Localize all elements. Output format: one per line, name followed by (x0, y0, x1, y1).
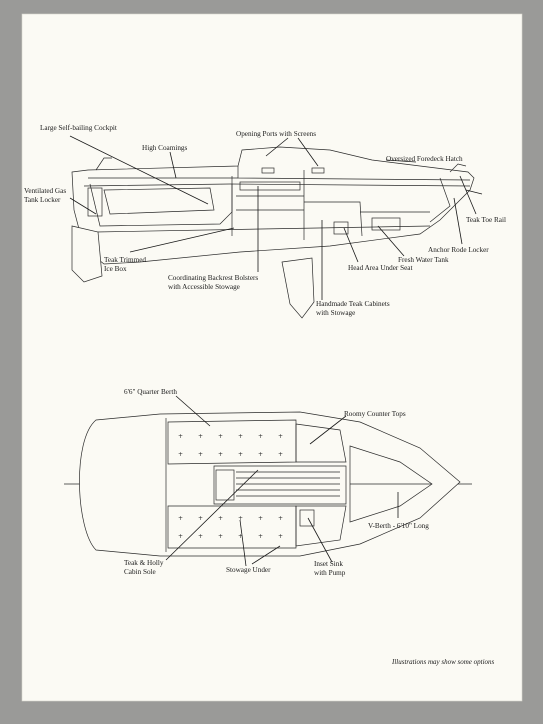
profile-leaders (69, 135, 483, 300)
label-stowage: Stowage Under (226, 566, 271, 574)
plan-leaders (165, 395, 399, 567)
svg-text:+: + (218, 533, 223, 540)
svg-text:+: + (178, 533, 183, 540)
svg-text:+: + (238, 451, 243, 458)
paper-sheet (21, 13, 523, 702)
profile-drawing (71, 146, 475, 319)
cushion-markers: + + + + + + + + + + + + + + + + + + + + + + + + (178, 433, 283, 540)
svg-text:+: + (278, 451, 283, 458)
keel (281, 257, 315, 319)
svg-text:+: + (198, 533, 203, 540)
svg-text:+: + (258, 433, 263, 440)
label-icebox-1: Teak Trimmed (104, 256, 146, 264)
svg-text:+: + (198, 433, 203, 440)
svg-text:+: + (258, 533, 263, 540)
label-head: Head Area Under Seat (348, 264, 412, 272)
rudder (71, 225, 103, 283)
plan-drawing: + + + + + + + + + + + + + + + + + + + + + + + + (64, 411, 472, 557)
label-hatch: Oversized Foredeck Hatch (386, 155, 463, 163)
label-gas-locker-2: Tank Locker (24, 196, 61, 204)
svg-text:+: + (218, 515, 223, 522)
svg-text:+: + (278, 433, 283, 440)
svg-text:+: + (218, 433, 223, 440)
svg-text:+: + (258, 515, 263, 522)
label-gas-locker-1: Ventilated Gas (24, 187, 66, 195)
label-sink-2: with Pump (314, 569, 346, 577)
svg-text:+: + (178, 515, 183, 522)
label-sole-1: Teak & Holly (124, 559, 164, 567)
svg-text:+: + (238, 433, 243, 440)
svg-text:+: + (238, 533, 243, 540)
svg-text:+: + (178, 433, 183, 440)
label-cockpit: Large Self-bailing Cockpit (40, 124, 117, 132)
svg-text:+: + (278, 533, 283, 540)
footer-note: Illustrations may show some options (391, 658, 495, 666)
label-vberth: V-Berth - 6'10" Long (368, 522, 429, 530)
svg-text:+: + (198, 451, 203, 458)
svg-text:+: + (198, 515, 203, 522)
label-sole-2: Cabin Sole (124, 568, 156, 576)
label-cabinets-2: with Stowage (316, 309, 355, 317)
label-toe-rail: Teak Toe Rail (466, 216, 506, 224)
label-icebox-2: Ice Box (104, 265, 127, 273)
svg-text:+: + (238, 515, 243, 522)
label-rode-locker: Anchor Rode Locker (428, 246, 489, 254)
label-ports: Opening Ports with Screens (236, 130, 316, 138)
label-bolsters-1: Coordinating Backrest Bolsters (168, 274, 258, 282)
label-cabinets-1: Handmade Teak Cabinets (316, 300, 390, 308)
profile-labels: Large Self-bailing Cockpit High Coamings… (24, 124, 506, 317)
label-water-tank: Fresh Water Tank (398, 256, 449, 264)
plan-labels: 6'6" Quarter Berth Roomy Counter Tops V-… (124, 388, 429, 577)
svg-text:+: + (258, 451, 263, 458)
label-counter: Roomy Counter Tops (344, 410, 406, 418)
label-coamings: High Coamings (142, 144, 188, 152)
hull-outline (71, 146, 475, 265)
label-bolsters-2: with Accessible Stowage (168, 283, 240, 291)
svg-text:+: + (278, 515, 283, 522)
label-sink-1: Inset Sink (314, 560, 343, 568)
svg-text:+: + (178, 451, 183, 458)
label-quarter-berth: 6'6" Quarter Berth (124, 388, 177, 396)
svg-text:+: + (218, 451, 223, 458)
